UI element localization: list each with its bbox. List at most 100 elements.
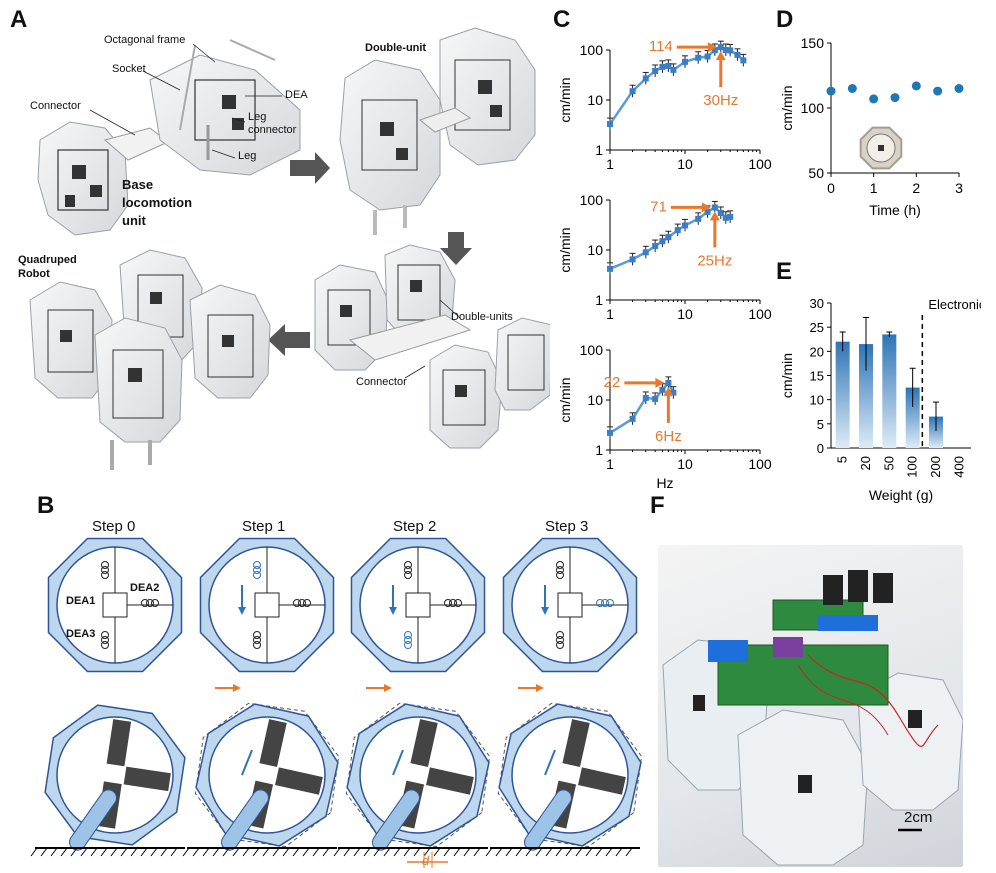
dea-spring-icon	[444, 599, 452, 607]
data-point	[665, 62, 672, 69]
dea-body	[426, 767, 474, 795]
panel-b-diagram	[30, 537, 643, 868]
x-tick-label: 100	[905, 456, 920, 478]
data-point	[629, 256, 636, 263]
x-tick-label: 100	[748, 306, 772, 322]
ground-hatch	[555, 847, 563, 857]
dea-spring-icon	[253, 561, 261, 569]
label-double-unit: Double-unit	[365, 42, 427, 54]
dea-spring-icon	[101, 561, 109, 569]
data-point	[607, 429, 613, 436]
dea-spring-icon	[404, 561, 412, 569]
data-point	[711, 204, 718, 211]
x-tick-label: 100	[748, 156, 772, 172]
x-tick-label: 10	[677, 306, 693, 322]
data-point	[665, 379, 672, 386]
data-point	[670, 389, 677, 396]
dea-spring-icon	[253, 636, 261, 644]
data-point	[717, 44, 724, 51]
ground-hatch	[140, 847, 148, 857]
dea-body	[123, 766, 171, 792]
ground-hatch	[333, 847, 341, 857]
arrow-head-icon	[707, 42, 717, 53]
x-tick-label: 1	[606, 306, 614, 322]
ground-hatch	[403, 847, 411, 857]
previous-pose-outline	[497, 702, 643, 848]
ground-hatch	[373, 847, 381, 857]
dea-body	[410, 719, 438, 767]
previous-pose-outline	[345, 702, 491, 848]
x-axis-label: Weight (g)	[869, 487, 933, 503]
x-tick-label: 10	[677, 456, 693, 472]
y-axis-label: cm/min	[779, 85, 795, 130]
ground-hatch	[160, 847, 168, 857]
ground-hatch	[222, 847, 230, 857]
panel-label-b: B	[37, 492, 55, 519]
bar	[835, 341, 850, 448]
inner-ring	[208, 716, 326, 834]
motion-arrow	[392, 749, 404, 776]
dea-spring-icon	[556, 631, 564, 639]
panel-b: Step 0 Step 1 Step 2 Step 3 DEA1 DEA2 DE…	[30, 510, 650, 873]
ground-hatch	[282, 847, 290, 857]
quadruped-render	[29, 249, 271, 470]
motion-arrow	[544, 749, 556, 776]
data-point	[607, 265, 613, 272]
motion-arrow	[241, 749, 253, 776]
data-point	[652, 395, 659, 402]
dea-spring-icon	[606, 599, 614, 607]
y-tick-label: 0	[817, 441, 824, 456]
dea-spring-icon	[449, 599, 457, 607]
data-point	[954, 84, 964, 93]
robot-photo-illustration	[662, 570, 964, 866]
peak-freq-label: 30Hz	[703, 92, 738, 109]
ground-hatch	[202, 847, 210, 857]
dea-spring-icon	[404, 571, 412, 579]
peak-value-label: 22	[604, 374, 621, 391]
data-point	[869, 94, 879, 104]
arrow-down-icon	[440, 232, 472, 265]
ground-hatch	[292, 847, 300, 857]
y-tick-label: 30	[810, 296, 824, 311]
y-tick-label: 1	[595, 442, 603, 458]
label-connector-1: Connector	[30, 100, 81, 112]
arrow-head-icon	[233, 684, 241, 692]
bar	[905, 387, 920, 448]
ground-hatch	[50, 847, 58, 857]
arrow-head-icon	[655, 377, 665, 388]
ground-hatch	[605, 847, 613, 857]
ground-hatch	[130, 847, 138, 857]
label-connector-2: Connector	[356, 376, 407, 388]
peak-value-label: 114	[649, 38, 673, 55]
y-tick-label: 100	[580, 342, 604, 358]
ground-hatch	[80, 847, 88, 857]
x-tick-label: 3	[955, 180, 963, 196]
peak-freq-label: 6Hz	[655, 428, 682, 445]
dea-body	[562, 719, 590, 767]
dea-spring-icon	[146, 599, 154, 607]
data-point	[670, 66, 677, 73]
dea-spring-icon	[556, 566, 564, 574]
dea-spring-icon	[596, 599, 604, 607]
ground-hatch	[182, 847, 190, 857]
panel-label-a: A	[10, 6, 28, 33]
ground-hatch	[150, 847, 158, 857]
ground-hatch	[262, 847, 270, 857]
double-unit-render	[339, 27, 536, 235]
dea-spring-icon	[101, 636, 109, 644]
label-leg: Leg	[238, 150, 257, 162]
dea-spring-icon	[253, 641, 261, 649]
ground-hatch	[565, 847, 573, 857]
ground-hatch	[30, 847, 38, 857]
y-tick-label: 15	[810, 369, 824, 384]
dea3-label: DEA3	[66, 628, 96, 640]
label-dea: DEA	[285, 89, 308, 101]
arrow-head-icon	[384, 684, 392, 692]
center-block	[254, 592, 280, 618]
step-0-top	[47, 537, 183, 673]
ground-hatch	[120, 847, 128, 857]
ground-hatch	[322, 847, 330, 857]
bar	[882, 334, 897, 448]
step-3-label: Step 3	[545, 518, 589, 535]
